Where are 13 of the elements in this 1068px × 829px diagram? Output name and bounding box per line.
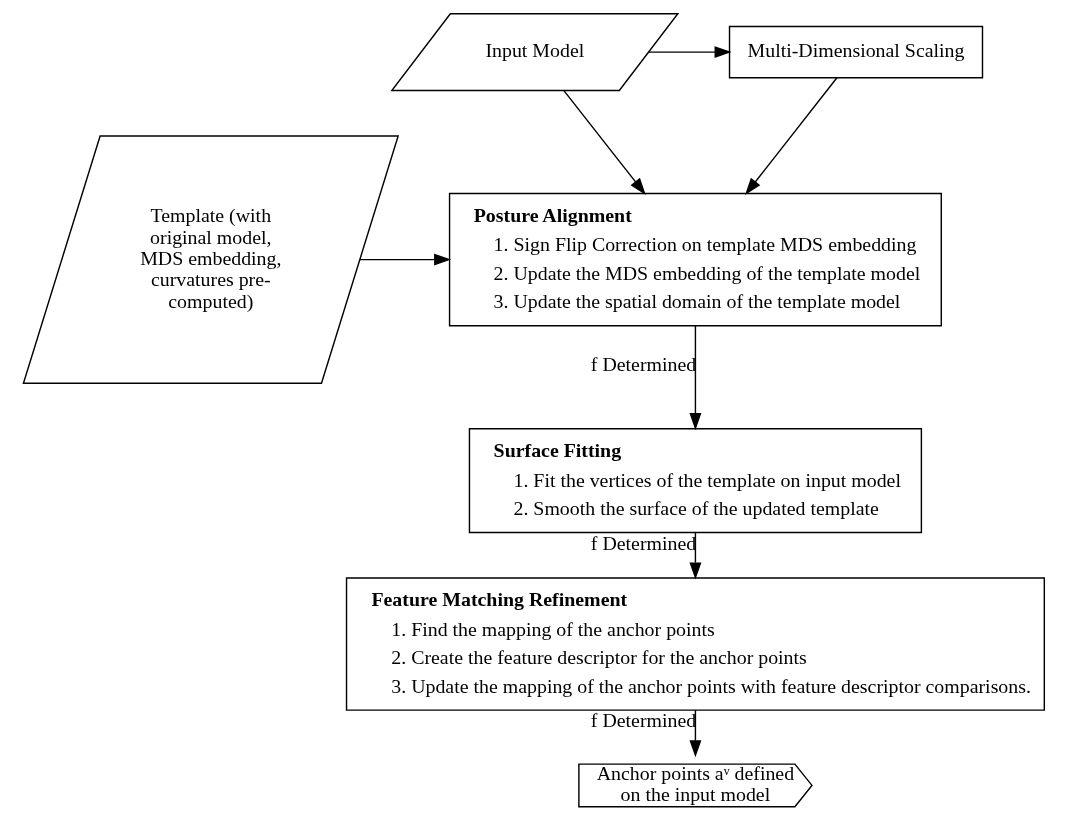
edge-label: f Determined — [590, 531, 697, 554]
edge-label: f Determined — [590, 709, 697, 732]
arrow — [689, 532, 702, 580]
node-box: Posture Alignment 1. Sign Flip Correction on template MDS embedding 2. Update the MDS embedding of the template model 3. Update the spatial domain of the template model — [448, 192, 942, 327]
arrow — [689, 325, 702, 431]
arrow — [563, 89, 646, 195]
arrow — [745, 77, 838, 195]
node-box: Feature Matching Refinement 1. Find the mapping of the anchor points 2. Create the feature descriptor for the anchor points 3. Update the mapping of the anchor points with feature descriptor comparisons. — [345, 577, 1046, 711]
arrow — [648, 46, 732, 59]
arrow — [689, 709, 702, 758]
arrow — [359, 253, 452, 266]
node-box: Multi-Dimensional Scaling — [728, 25, 984, 79]
edge-label: f Determined — [590, 353, 697, 376]
